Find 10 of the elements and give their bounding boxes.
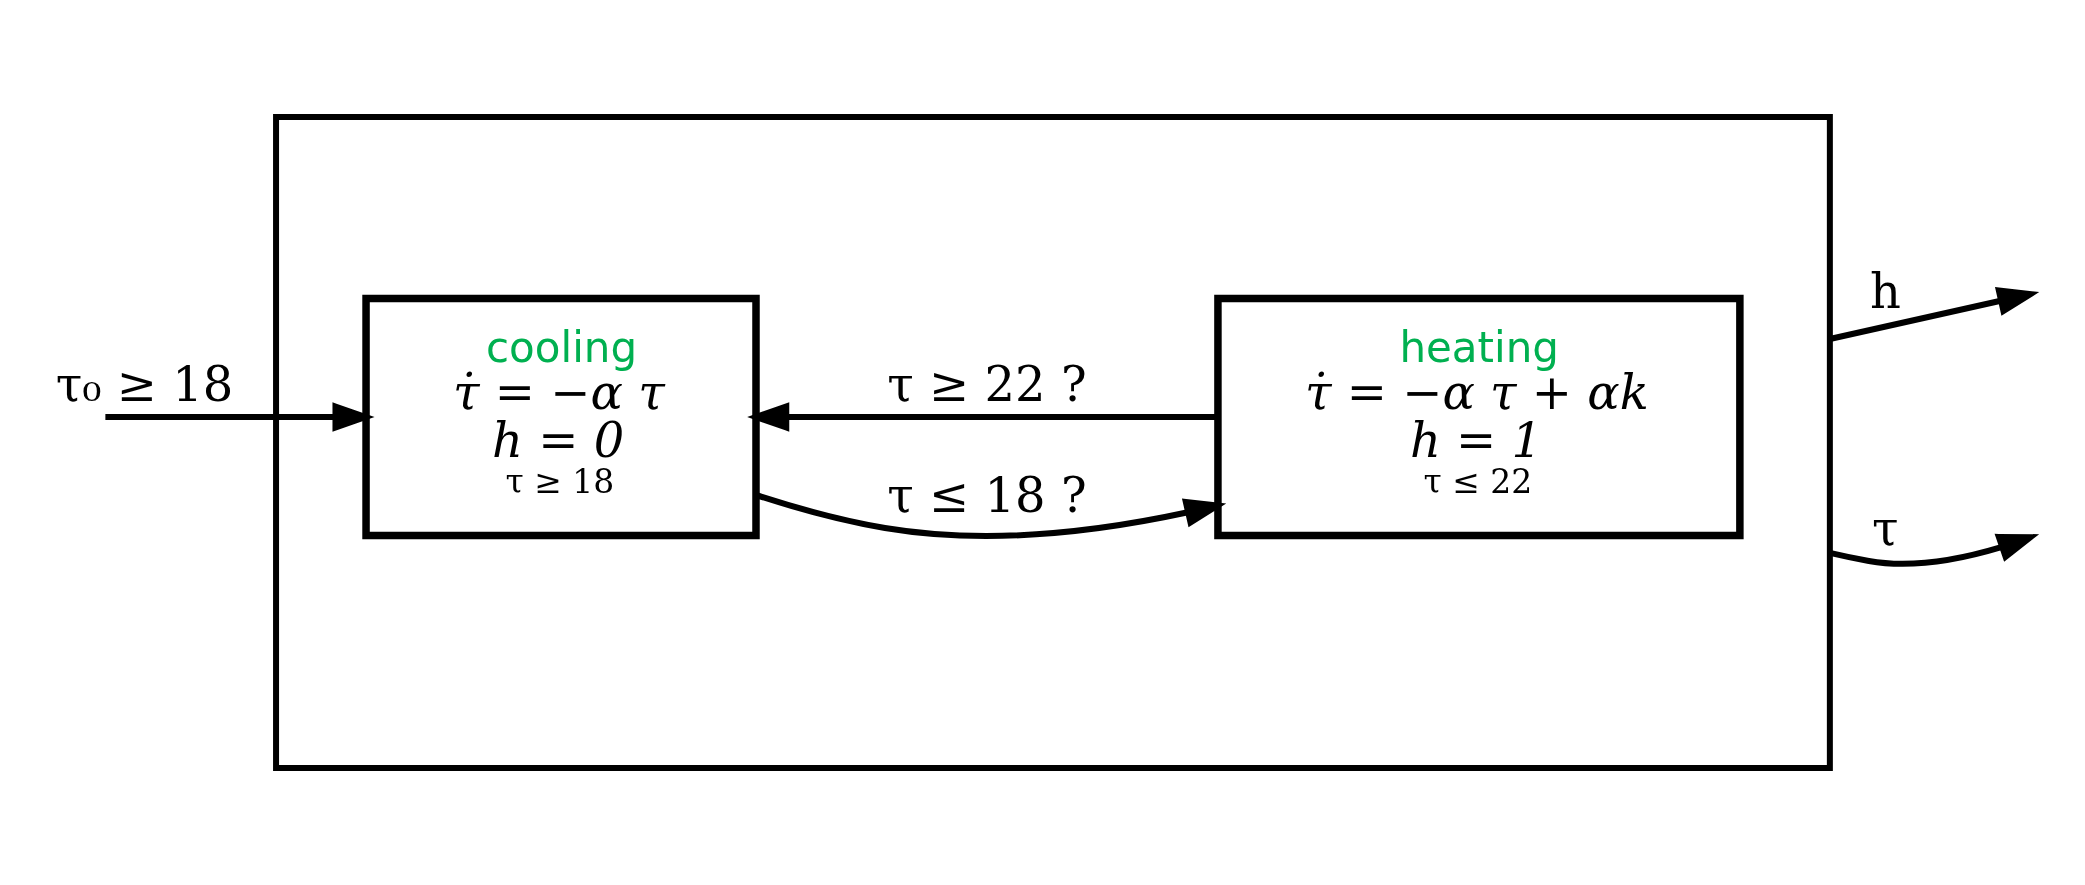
edge-label: τ ≥ 22 ?: [886, 356, 1087, 413]
node-box: cooling τ̇ = −α τ h = 0 τ ≥ 18: [361, 294, 760, 540]
edge-label: τ: [1871, 500, 1899, 557]
arrow: [104, 402, 375, 432]
node-box: heating τ̇ = −α τ + αk h = 1 τ ≤ 22: [1213, 294, 1744, 540]
edge-label: τ₀ ≥ 18: [55, 356, 233, 413]
cluster: [272, 114, 1833, 771]
edge-label: τ ≤ 18 ?: [886, 467, 1087, 524]
edge-label: h: [1869, 263, 1901, 320]
arrow: [746, 402, 1217, 432]
